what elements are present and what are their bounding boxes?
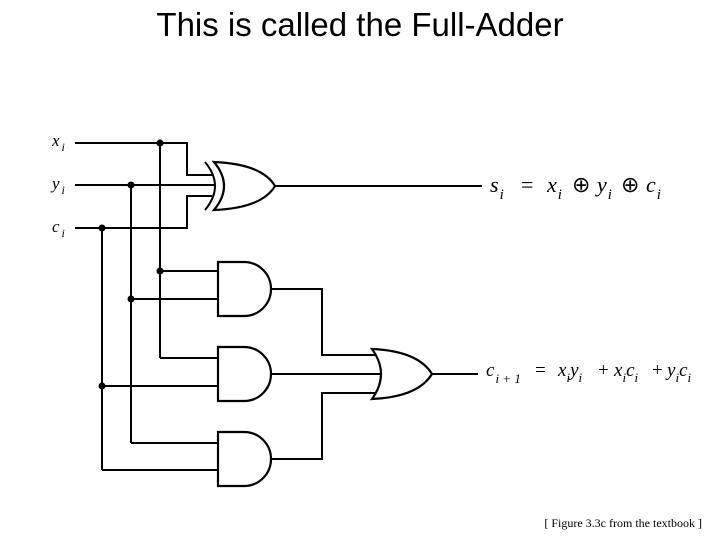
and3-out <box>271 392 377 460</box>
and-output-wires <box>271 288 380 460</box>
xor-symbol-1: ⊕ <box>572 172 590 197</box>
carry-equation: ci + 1 = xiyi + xici + yici <box>486 360 692 386</box>
junction-dot <box>156 267 164 275</box>
carry-term-3: yici <box>665 360 692 385</box>
and-gate-2 <box>216 345 273 403</box>
bus-wires <box>101 143 161 470</box>
carry-term-1: xiyi <box>557 360 583 385</box>
plus-2: + <box>652 360 663 381</box>
junction-dot <box>98 224 106 232</box>
input-wires <box>75 142 214 229</box>
junction-dots <box>98 139 164 390</box>
xor-gate <box>204 160 277 212</box>
sum-equals: = <box>521 172 533 197</box>
carry-lhs: ci + 1 <box>486 360 521 386</box>
xor-gate-body <box>211 160 277 212</box>
junction-dot <box>98 382 106 390</box>
wire-x <box>75 142 212 176</box>
sum-term-y: yi <box>595 172 612 203</box>
carry-term-2: xici <box>613 360 639 385</box>
sum-lhs: si <box>490 172 504 203</box>
and1-out <box>271 288 377 356</box>
sum-equation: si = xi ⊕ yi ⊕ ci <box>490 172 661 203</box>
junction-dot <box>156 139 164 147</box>
and-input-wires <box>102 270 218 471</box>
plus-1: + <box>598 360 609 381</box>
sum-term-x: xi <box>546 172 562 203</box>
junction-dot <box>127 181 135 189</box>
junction-dot <box>127 295 135 303</box>
or-gate <box>369 347 434 401</box>
sum-term-c: ci <box>646 172 661 203</box>
carry-equals: = <box>535 360 546 381</box>
and-gate-1 <box>216 260 273 318</box>
slide-title: This is called the Full-Adder <box>156 6 564 43</box>
wire-c <box>75 195 212 229</box>
xor-gate-extra-arc <box>204 161 216 211</box>
figure-caption: [ Figure 3.3c from the textbook ] <box>544 516 702 530</box>
and-gate-3 <box>216 430 273 488</box>
xor-symbol-2: ⊕ <box>621 172 639 197</box>
